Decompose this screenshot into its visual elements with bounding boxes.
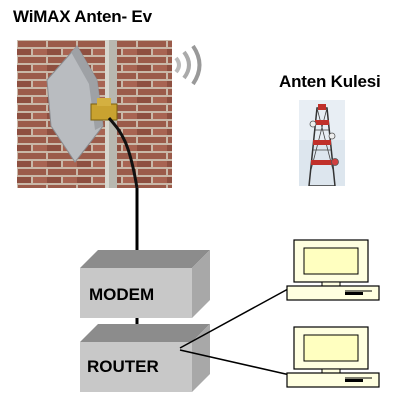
router-pc1-link (179, 288, 289, 349)
router-box (80, 324, 210, 392)
modem-box (80, 250, 210, 318)
modem-label: MODEM (89, 285, 155, 304)
desktop-computer-icon (286, 239, 380, 301)
wimax-antenna-photo-icon (17, 40, 172, 188)
router-label: ROUTER (87, 357, 159, 376)
tower-label: Anten Kulesi (279, 72, 381, 91)
antenna-tower-photo-icon (299, 100, 345, 186)
desktop-computer-icon (286, 326, 380, 388)
signal-waves-icon (174, 44, 202, 86)
router-pc2-link (179, 349, 291, 376)
diagram-title: WiMAX Anten- Ev (13, 7, 152, 26)
